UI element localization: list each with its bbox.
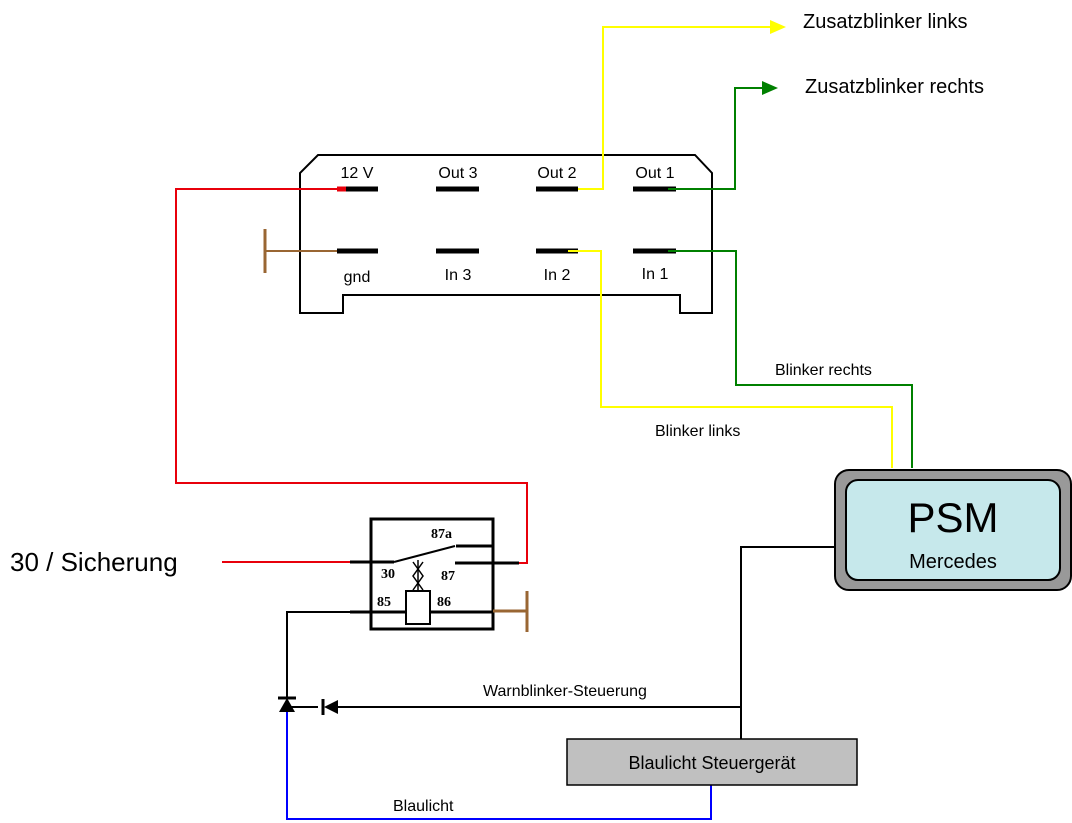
relay-terminals [350,544,519,614]
relay-switch-arm [393,545,456,563]
diode-icon-hazard [321,699,338,715]
pin-label-in3: In 3 [445,267,472,284]
psm-box [845,479,1061,581]
yellow-wire-in2 [568,250,893,468]
green-wire-in1 [668,250,913,468]
relay-pin-86: 86 [437,595,451,610]
controller-box [566,738,858,786]
arrow-icon-right-output [762,81,778,95]
relay-pin-30: 30 [381,567,395,582]
arrow-icon-left-output [770,20,786,34]
controller-label: Blaulicht Steuergerät [628,753,795,773]
pin-label-gnd: gnd [344,269,371,286]
pin-label-out1: Out 1 [635,165,674,182]
psm-title: PSM [907,494,998,541]
output-label-left: Zusatzblinker links [803,11,968,33]
blue-wire [286,712,712,820]
pin-label-out3: Out 3 [438,165,477,182]
wire-label-blue: Blaulicht [393,798,454,815]
wire-label-hazard: Warnblinker-Steuerung [483,683,647,700]
green-wire-out1 [668,87,762,190]
pin-label-in1: In 1 [642,266,669,283]
psm-subtitle: Mercedes [909,551,997,573]
relay-pin-87: 87 [441,569,455,584]
output-label-right: Zusatzblinker rechts [805,76,984,98]
relay-pin-87a: 87a [431,527,452,542]
wire-label-left-signal: Blinker links [655,423,740,440]
module-outline [299,154,713,314]
black-wire-psm [740,546,835,740]
wire-label-right-signal: Blinker rechts [775,362,872,379]
diode-icon-blue [278,696,296,712]
pin-label-in2: In 2 [544,267,571,284]
pin-label-out2: Out 2 [537,165,576,182]
module-pins [337,186,676,254]
relay-pin-85: 85 [377,595,391,610]
relay-actuator-icon [412,560,424,591]
yellow-wire-out2 [578,26,770,190]
pin-label-12v: 12 V [341,165,374,182]
red-wire-12v [175,188,528,564]
relay-coil [405,590,431,625]
black-wire-85 [286,611,350,697]
supply-label: 30 / Sicherung [10,547,178,577]
